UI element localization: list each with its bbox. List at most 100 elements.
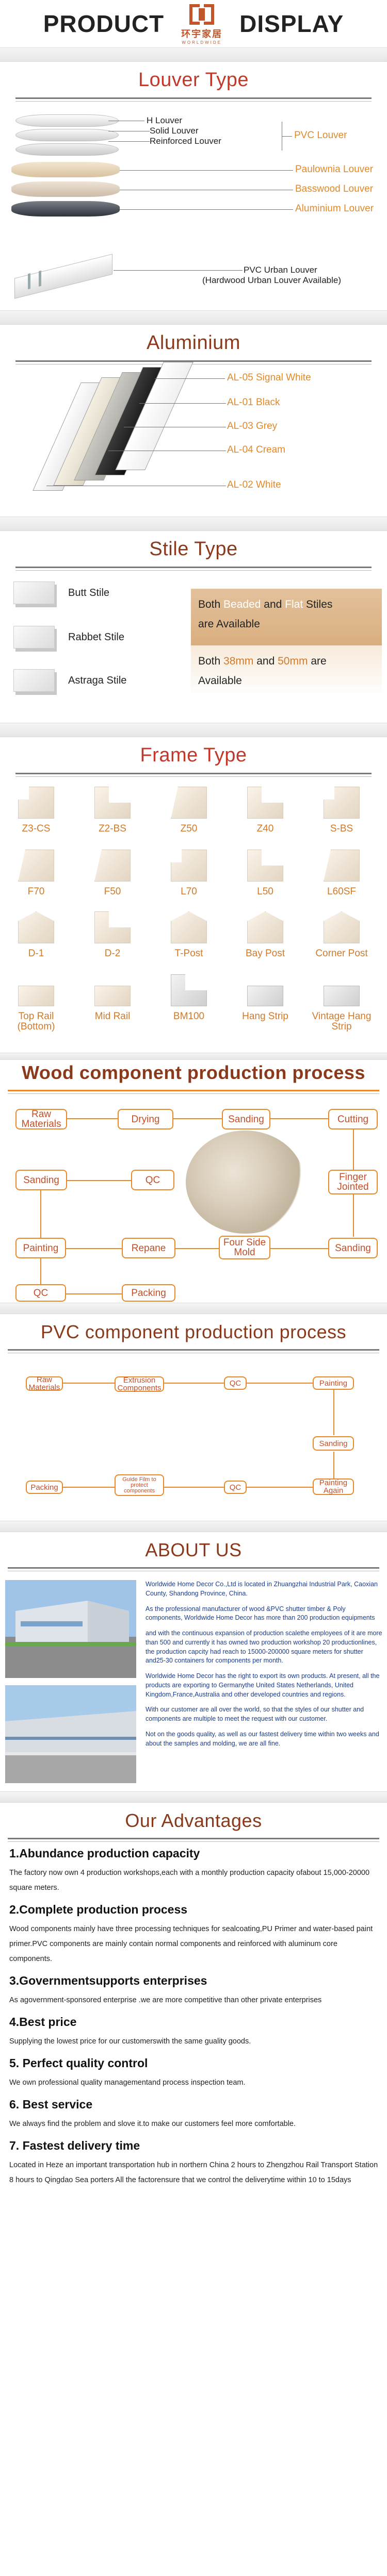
advantage-text: Wood components mainly have three proces… [9,1925,373,1963]
advantage-text: The factory now own 4 production worksho… [9,1869,370,1892]
title-rule [15,567,372,571]
frame-item: Top Rail (Bottom) [5,974,67,1032]
process-step: Four Side Mold [219,1236,270,1259]
louver-sample-aluminium [11,201,120,217]
aluminium-section: Aluminium AL-05 Signal White AL-01 Black… [0,325,387,517]
about-title: ABOUT US [145,1539,242,1560]
frame-item: BM100 [158,974,220,1022]
title-rule [8,1567,379,1571]
section-divider [0,47,387,62]
process-step: QC [224,1481,247,1494]
advantage-heading: 2.Complete production process [9,1903,188,1916]
stile-note-beaded-flat: Both Beaded and Flat Stiles are Availabl… [191,589,382,645]
section-divider [0,310,387,325]
louver-part-label: Reinforced Louver [150,136,221,146]
title-rule [15,773,372,777]
frame-item: Z3-CS [5,787,67,834]
advantage-item: 5. Perfect quality control We own profes… [9,2056,382,2090]
advantage-item: 7. Fastest delivery time Located in Heze… [9,2139,382,2188]
advantage-text: As agovernment-sponsored enterprise .we … [9,1996,322,2004]
frame-item: Bay Post [234,911,296,959]
louver-sample-paulownia [11,162,120,177]
advantage-heading: 4.Best price [9,2015,77,2029]
louver-sample-h [15,114,119,127]
process-step: Guide Film to protect components [115,1474,164,1496]
aluminium-color-label: AL-01 Black [227,397,280,408]
advantage-item: 1.Abundance production capacity The fact… [9,1847,382,1896]
stile-section: Stile Type Butt Stile Rabbet Stile Astra… [0,531,387,723]
wood-process-title: Wood component production process [22,1062,365,1083]
frame-item: D-1 [5,911,67,959]
about-section: ABOUT US [0,1532,387,1791]
wood-process-section: Wood component production process Raw Ma… [0,1060,387,1303]
about-paragraph: As the professional manufacturer of wood… [146,1605,375,1622]
advantage-text: We always find the problem and slove it.… [9,2120,296,2128]
advantage-heading: 3.Governmentsupports enterprises [9,1974,207,1987]
process-step: Sanding [222,1109,270,1129]
header: PRODUCT 环宇家居 WORLDWIDE DISPLAY [0,0,387,47]
process-step: Packing [122,1284,175,1302]
process-step: Extrusion Components [115,1376,164,1392]
process-step: Raw Materials [15,1109,67,1129]
about-paragraph: With our customer are all over the world… [146,1706,364,1722]
workshop-photo [5,1685,136,1783]
louver-type-label: Paulownia Louver [295,164,374,175]
stile-name: Rabbet Stile [68,631,124,643]
frame-item: L50 [234,850,296,897]
advantage-text: We own professional quality managementan… [9,2079,246,2087]
stile-image [13,669,55,692]
louver-part-label: H Louver [147,115,182,125]
logo-mark-icon [187,3,216,27]
louver-sample-solid [15,129,119,141]
section-divider [0,517,387,531]
process-step: Painting [313,1376,354,1390]
process-step: Finger Jointed [328,1170,378,1194]
frame-item: L60SF [311,850,373,897]
title-rule [15,97,372,102]
process-step: Packing [26,1481,63,1494]
advantage-heading: 1.Abundance production capacity [9,1847,200,1860]
louver-part-label: Solid Louver [150,126,199,136]
title-rule [15,360,372,364]
frame-item: Z40 [234,787,296,834]
advantage-text: Located in Heze an important transportat… [9,2161,378,2184]
product-display-page: PRODUCT 环宇家居 WORLDWIDE DISPLAY Louver Ty… [0,0,387,2193]
frame-item: F50 [82,850,143,897]
process-step: QC [15,1284,66,1302]
process-step: QC [224,1376,247,1390]
louver-type-label: Aluminium Louver [295,203,374,214]
process-step: QC [131,1170,174,1190]
logo-english-name: WORLDWIDE [182,40,222,45]
title-rule [8,1090,379,1094]
section-divider [0,1521,387,1532]
section-divider [0,1791,387,1803]
header-left-word: PRODUCT [43,10,165,37]
advantage-item: 3.Governmentsupports enterprises As agov… [9,1974,382,2008]
process-step: Painting Again [313,1478,354,1495]
advantage-heading: 6. Best service [9,2098,93,2111]
frame-item: Corner Post [311,911,373,959]
stile-image [13,626,55,649]
louver-type-label: Basswood Louver [295,184,374,194]
frame-item: T-Post [158,911,220,959]
stile-image [13,581,55,604]
wood-texture-image [186,1131,304,1234]
process-step: Painting [15,1238,66,1258]
section-divider [0,1053,387,1060]
advantages-section: Our Advantages 1.Abundance production ca… [0,1803,387,2193]
stile-name: Butt Stile [68,587,110,599]
louver-type-label: PVC Louver [294,130,347,141]
louver-sample-reinforced [15,143,119,156]
about-paragraph: and with the continuous expansion of pro… [146,1630,382,1665]
frame-item: S-BS [311,787,373,834]
about-paragraph: Not on the goods quality, as well as our… [146,1730,379,1747]
louver-section: Louver Type H Louver Solid Louver Reinfo… [0,62,387,310]
louver-sample-basswood [11,181,120,197]
pvc-urban-sub-label: (Hardwood Urban Louver Available) [202,275,342,285]
about-text: Worldwide Home Decor Co.,Ltd is located … [146,1580,383,1754]
frame-section: Frame Type Z3-CS Z2-BS Z50 Z40 S-BS F70 … [0,737,387,1053]
frame-item: Vintage Hang Strip [311,974,373,1032]
stile-item: Rabbet Stile [13,626,124,649]
frame-item: Z50 [158,787,220,834]
stile-note-thickness: Both 38mm and 50mm are Available [191,645,382,697]
